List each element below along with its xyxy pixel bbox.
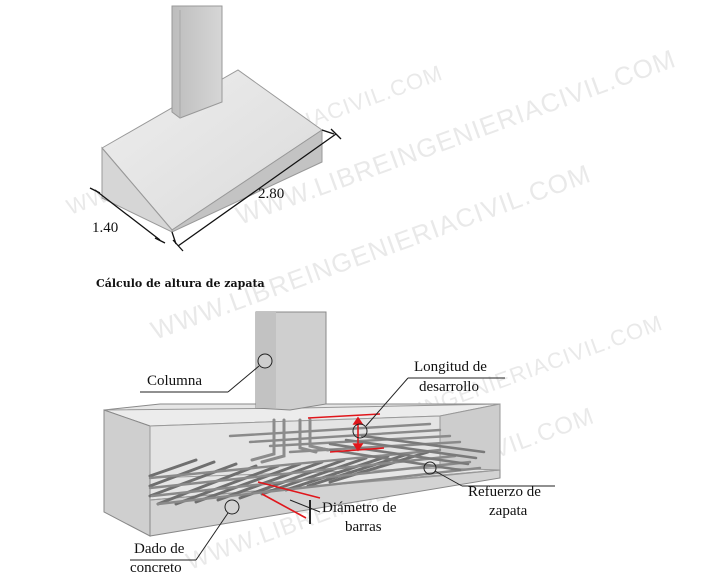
dev-length-label-line1: Longitud de [414,359,487,375]
bar-diameter-label-line2: barras [345,519,382,535]
column-bars [250,418,330,464]
bar-diameter-label-line1: Diámetro de [322,500,397,516]
reinforcement-label-line2: zapata [489,503,528,519]
bottom-footing: Columna Longitud de desarrollo Diámetro … [103,311,555,576]
concrete-block-label-line2: concreto [130,560,182,576]
column-label: Columna [147,373,202,389]
rebar-transverse [148,450,430,506]
width-dimension-label: 1.40 [92,220,118,236]
dev-length-label-line2: desarrollo [419,379,479,395]
callouts [130,353,555,561]
length-dimension-label: 2.80 [258,186,284,202]
reinforcement-label-line1: Refuerzo de [468,484,541,500]
rebar-longitudinal [148,422,482,506]
section-title: Cálculo de altura de zapata [96,277,265,290]
concrete-block-label-line1: Dado de [134,541,185,557]
top-footing: 1.40 2.80 [89,5,342,252]
